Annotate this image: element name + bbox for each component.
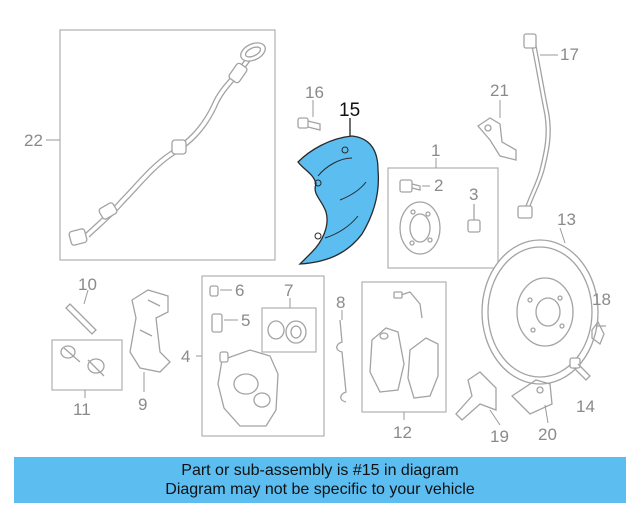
part-22-box <box>59 29 276 261</box>
parts-diagram: 22 16 15 1 2 3 17 21 13 18 14 19 20 10 1… <box>24 29 611 446</box>
part-7-box <box>261 307 317 353</box>
bracket-20[interactable] <box>510 379 553 424</box>
callout-5: 5 <box>241 311 250 330</box>
brake-disc-13[interactable] <box>481 227 599 385</box>
bolt-16[interactable] <box>297 100 321 131</box>
caliper-bracket-9[interactable] <box>129 289 171 392</box>
callout-16: 16 <box>305 83 324 102</box>
brake-hose-17[interactable] <box>517 33 558 219</box>
callout-2: 2 <box>434 176 443 195</box>
splash-shield-15[interactable] <box>297 118 380 265</box>
bracket-21[interactable] <box>477 100 517 161</box>
hub-assembly-group[interactable] <box>387 158 499 269</box>
abs-sensor-group[interactable] <box>46 29 276 261</box>
callout-4: 4 <box>181 347 190 366</box>
brake-pads-12[interactable] <box>361 281 447 420</box>
caliper-group-4[interactable] <box>196 275 325 437</box>
bracket-19[interactable] <box>455 371 501 426</box>
callout-17: 17 <box>560 45 579 64</box>
callout-18: 18 <box>592 290 611 309</box>
pin-kit-11[interactable] <box>51 339 123 398</box>
callout-21: 21 <box>490 81 509 100</box>
callout-7: 7 <box>284 281 293 300</box>
callout-15[interactable]: 15 <box>339 100 360 121</box>
bolt-14[interactable] <box>569 357 591 381</box>
callout-11: 11 <box>73 400 91 419</box>
callout-6: 6 <box>235 281 244 300</box>
part-1-box <box>387 167 499 269</box>
callout-9: 9 <box>138 395 147 414</box>
callout-8: 8 <box>336 293 345 312</box>
wire-clip-8[interactable] <box>336 310 347 403</box>
guide-pin-10[interactable] <box>65 289 97 335</box>
clip-18[interactable] <box>591 320 606 346</box>
splash-shield-body <box>297 135 380 265</box>
callout-20: 20 <box>538 425 557 444</box>
callout-3: 3 <box>469 185 478 204</box>
info-banner: Part or sub-assembly is #15 in diagram D… <box>14 457 626 503</box>
banner-line-1: Part or sub-assembly is #15 in diagram <box>181 462 459 479</box>
callout-12: 12 <box>393 423 412 442</box>
part-11-box <box>51 339 123 391</box>
callout-19: 19 <box>490 427 509 446</box>
hub-flange <box>399 201 441 255</box>
callout-1: 1 <box>431 141 440 160</box>
callout-10: 10 <box>78 275 97 294</box>
callout-13: 13 <box>557 210 576 229</box>
callout-22: 22 <box>24 131 43 150</box>
splash-shield-ribs <box>317 157 367 239</box>
callout-14: 14 <box>576 397 595 416</box>
banner-line-2: Diagram may not be specific to your vehi… <box>165 481 475 498</box>
